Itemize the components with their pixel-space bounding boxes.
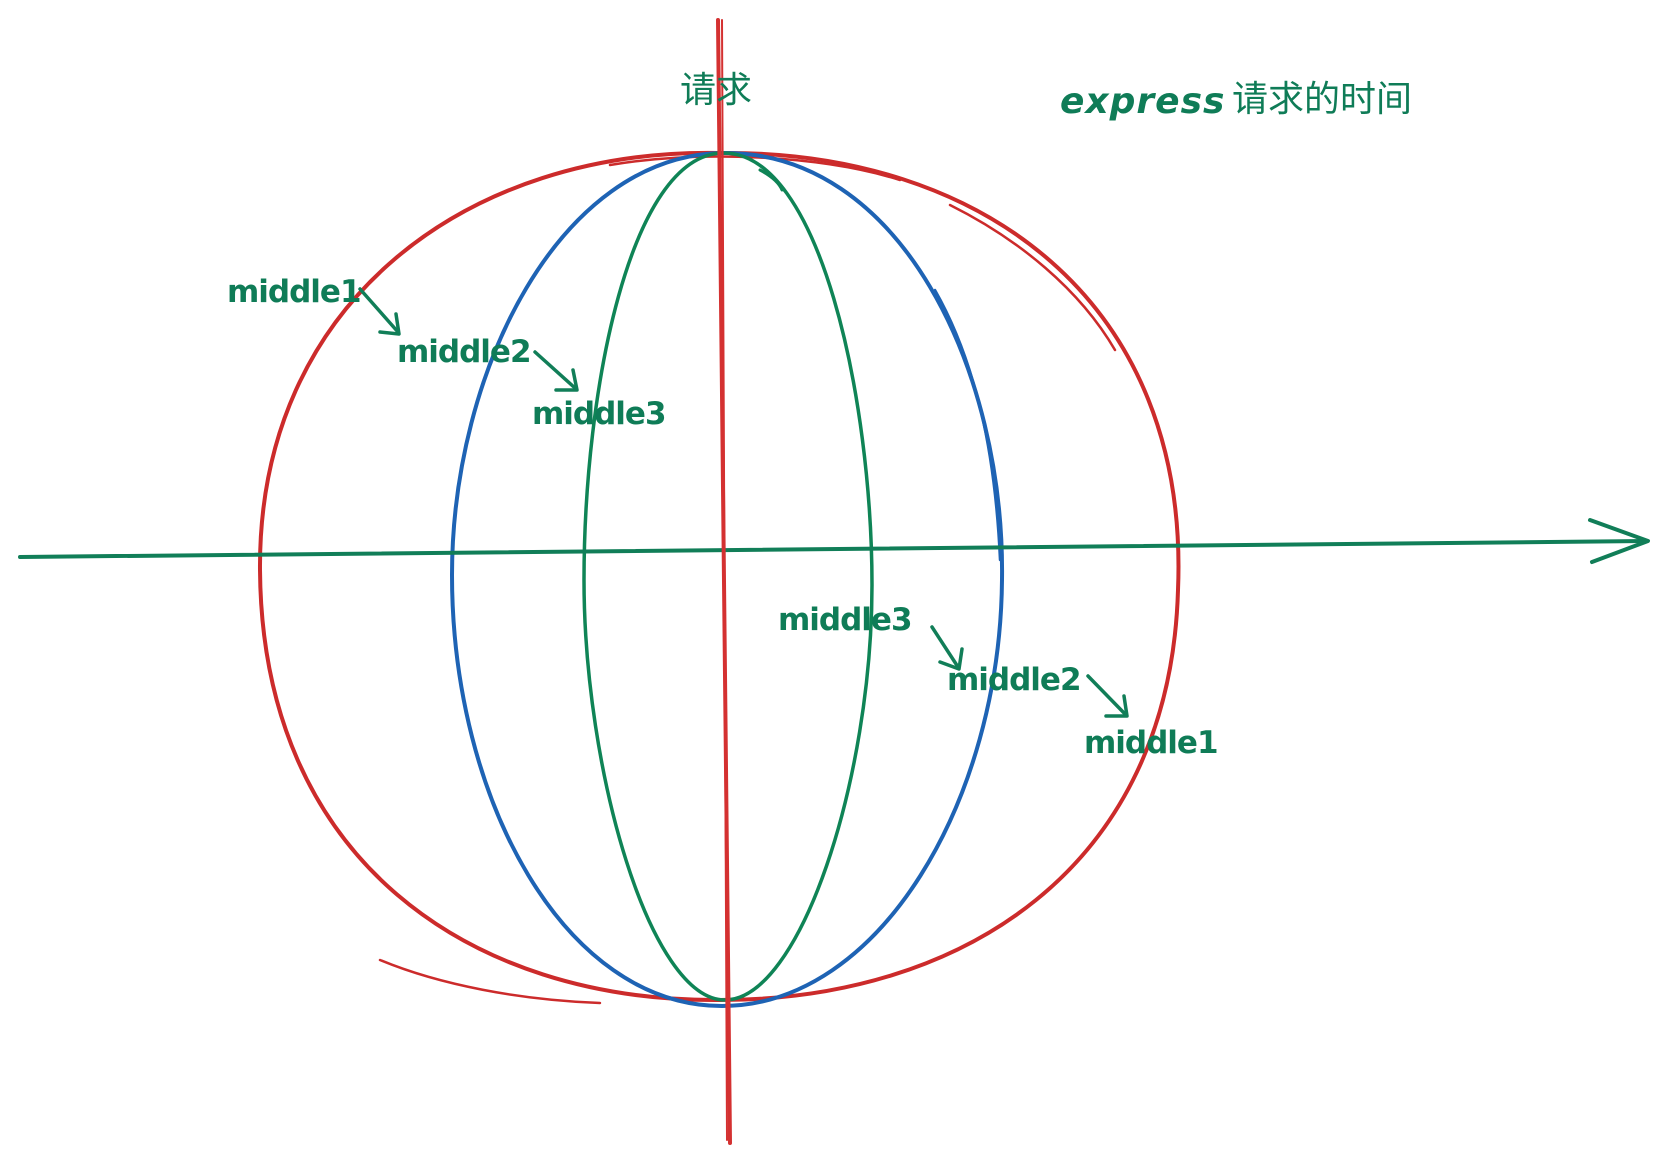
upper-middle1-label: middle1 [227, 274, 361, 310]
upper-middle3-label: middle3 [532, 396, 666, 432]
lower-arrowhead-2-1 [1104, 694, 1129, 718]
middle-ellipse-overdraw [933, 288, 1002, 562]
lower-middle3-label: middle3 [778, 602, 912, 638]
horizontal-axis [18, 539, 1648, 559]
lower-arrowhead-3-2 [938, 647, 964, 671]
axis-top-label: 请求 [680, 70, 752, 111]
lower-arrow-2-1 [1086, 674, 1127, 716]
lower-middle2-label: middle2 [947, 662, 1081, 698]
upper-arrow-2-3 [533, 350, 577, 390]
lower-arrow-3-2 [930, 625, 960, 669]
inner-ellipse-overdraw [758, 168, 784, 192]
upper-arrow-1-2 [358, 287, 400, 334]
vertical-axis-overdraw [721, 19, 728, 1141]
horizontal-axis-arrowhead [1588, 518, 1650, 564]
upper-middle2-label: middle2 [397, 334, 531, 370]
lower-middle1-label: middle1 [1084, 725, 1218, 761]
upper-arrowhead-1-2 [378, 312, 401, 336]
caption-express: express [1060, 81, 1225, 122]
upper-arrowhead-2-3 [554, 368, 579, 392]
inner-ellipse [582, 151, 874, 1002]
caption-request-time: 请求的时间 [1232, 79, 1412, 120]
outer-ellipse-overdraw [378, 155, 1117, 1005]
